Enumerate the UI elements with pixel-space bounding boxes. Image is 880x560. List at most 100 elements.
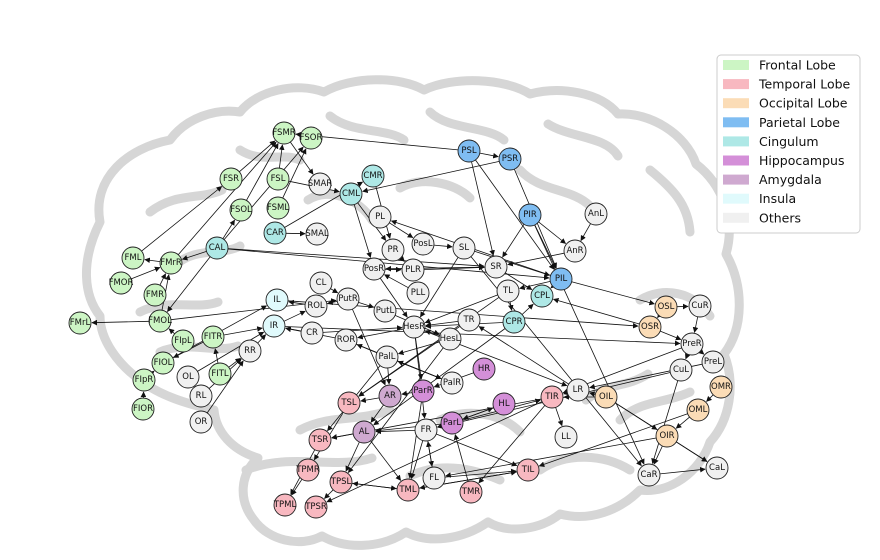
node-FIpL[interactable]: FIpL [171,329,195,353]
node-OSR[interactable]: OSR [638,315,662,339]
node-circle [368,205,392,229]
node-SMAL[interactable]: SMAL [305,222,329,246]
node-CPR[interactable]: CPR [502,310,526,334]
node-FMR[interactable]: FMR [143,283,167,307]
node-TSL[interactable]: TSL [337,391,361,415]
node-SR[interactable]: SR [484,255,508,279]
node-TMR[interactable]: TMR [459,480,483,504]
node-FSL[interactable]: FSL [266,167,290,191]
node-OR[interactable]: OR [189,410,213,434]
node-TPSR[interactable]: TPSR [304,495,328,519]
node-TML[interactable]: TML [396,478,420,502]
node-TPML[interactable]: TPML [273,493,297,517]
node-PSL[interactable]: PSL [457,139,481,163]
node-CaL[interactable]: CaL [705,456,729,480]
node-SL[interactable]: SL [452,236,476,260]
node-PIR[interactable]: PIR [518,203,542,227]
node-CR[interactable]: CR [300,321,324,345]
node-FMrL[interactable]: FMrL [68,311,92,335]
node-FMOL[interactable]: FMOL [148,309,172,333]
node-AR[interactable]: AR [378,384,402,408]
node-FITL[interactable]: FITL [208,362,232,386]
node-HesR[interactable]: HesR [402,315,426,339]
node-ParR[interactable]: ParR [411,379,435,403]
node-OSL[interactable]: OSL [654,295,678,319]
node-CuL[interactable]: CuL [669,358,693,382]
legend-item: Amygdala [723,172,822,187]
node-ROL[interactable]: ROL [304,294,328,318]
node-FMrR[interactable]: FMrR [159,251,183,275]
node-FSR[interactable]: FSR [219,167,243,191]
node-PreL[interactable]: PreL [701,350,725,374]
node-PreR[interactable]: PreR [680,332,704,356]
node-SMAR[interactable]: SMAR [308,172,333,196]
node-AnR[interactable]: AnR [563,239,587,263]
node-FIOR[interactable]: FIOR [131,397,155,421]
node-TR[interactable]: TR [457,308,481,332]
node-IL[interactable]: IL [265,288,289,312]
node-CL[interactable]: CL [309,271,333,295]
node-HL[interactable]: HL [492,392,516,416]
node-PutL[interactable]: PutL [373,299,397,323]
node-TL[interactable]: TL [496,279,520,303]
node-PalL[interactable]: PalL [375,345,399,369]
node-PutR[interactable]: PutR [336,287,360,311]
node-HR[interactable]: HR [472,357,496,381]
node-TPSL[interactable]: TPSL [329,470,353,494]
edge-FR-TML [410,440,424,480]
node-TIR[interactable]: TIR [540,385,564,409]
node-CML[interactable]: CML [339,182,363,206]
node-FML[interactable]: FML [121,246,145,270]
node-RL[interactable]: RL [189,384,213,408]
legend-label: Temporal Lobe [758,77,851,92]
node-OML[interactable]: OML [686,398,710,422]
node-PSR[interactable]: PSR [498,147,522,171]
node-FIpR[interactable]: FIpR [132,368,156,392]
node-HesL[interactable]: HesL [438,327,462,351]
node-circle [688,294,712,318]
node-TSR[interactable]: TSR [308,428,332,452]
node-AL[interactable]: AL [352,420,376,444]
node-LL[interactable]: LL [554,425,578,449]
edge-FIpL-FMOL [168,328,175,335]
node-FSMR[interactable]: FSMR [272,121,296,145]
node-PL[interactable]: PL [368,205,392,229]
edge-FSR-FSMR [239,140,276,173]
edge-LR-TR [478,326,569,385]
node-FL[interactable]: FL [422,466,446,490]
node-FSML[interactable]: FSML [266,196,290,220]
node-FMOR[interactable]: FMOR [109,271,134,295]
node-CAR[interactable]: CAR [263,221,287,245]
node-circle [205,236,229,260]
node-PosR[interactable]: PosR [362,257,386,281]
node-FSOR[interactable]: FSOR [299,126,323,150]
node-OMR[interactable]: OMR [709,375,733,399]
node-ParL[interactable]: ParL [440,411,464,435]
node-FR[interactable]: FR [414,418,438,442]
node-PR[interactable]: PR [381,238,405,262]
node-CuR[interactable]: CuR [688,294,712,318]
node-ROR[interactable]: ROR [334,328,358,352]
node-LR[interactable]: LR [566,378,590,402]
node-OL[interactable]: OL [176,365,200,389]
node-FSOL[interactable]: FSOL [229,198,253,222]
node-PIL[interactable]: PIL [549,267,573,291]
node-OIR[interactable]: OIR [655,424,679,448]
node-FITR[interactable]: FITR [201,325,225,349]
node-RR[interactable]: RR [238,339,262,363]
node-PLL[interactable]: PLL [406,281,430,305]
node-TPMR[interactable]: TPMR [295,458,320,482]
node-PalR[interactable]: PalR [440,371,464,395]
node-PosL[interactable]: PosL [411,232,435,256]
node-FIOL[interactable]: FIOL [151,351,175,375]
node-IR[interactable]: IR [262,314,286,338]
node-OIL[interactable]: OIL [594,385,618,409]
node-CAL[interactable]: CAL [205,236,229,260]
node-AnL[interactable]: AnL [584,202,608,226]
node-CMR[interactable]: CMR [361,164,385,188]
edge-AnL-AnR [580,223,591,242]
node-CaR[interactable]: CaR [637,463,661,487]
node-PLR[interactable]: PLR [401,258,425,282]
node-CPL[interactable]: CPL [530,284,554,308]
node-TIL[interactable]: TIL [516,458,540,482]
